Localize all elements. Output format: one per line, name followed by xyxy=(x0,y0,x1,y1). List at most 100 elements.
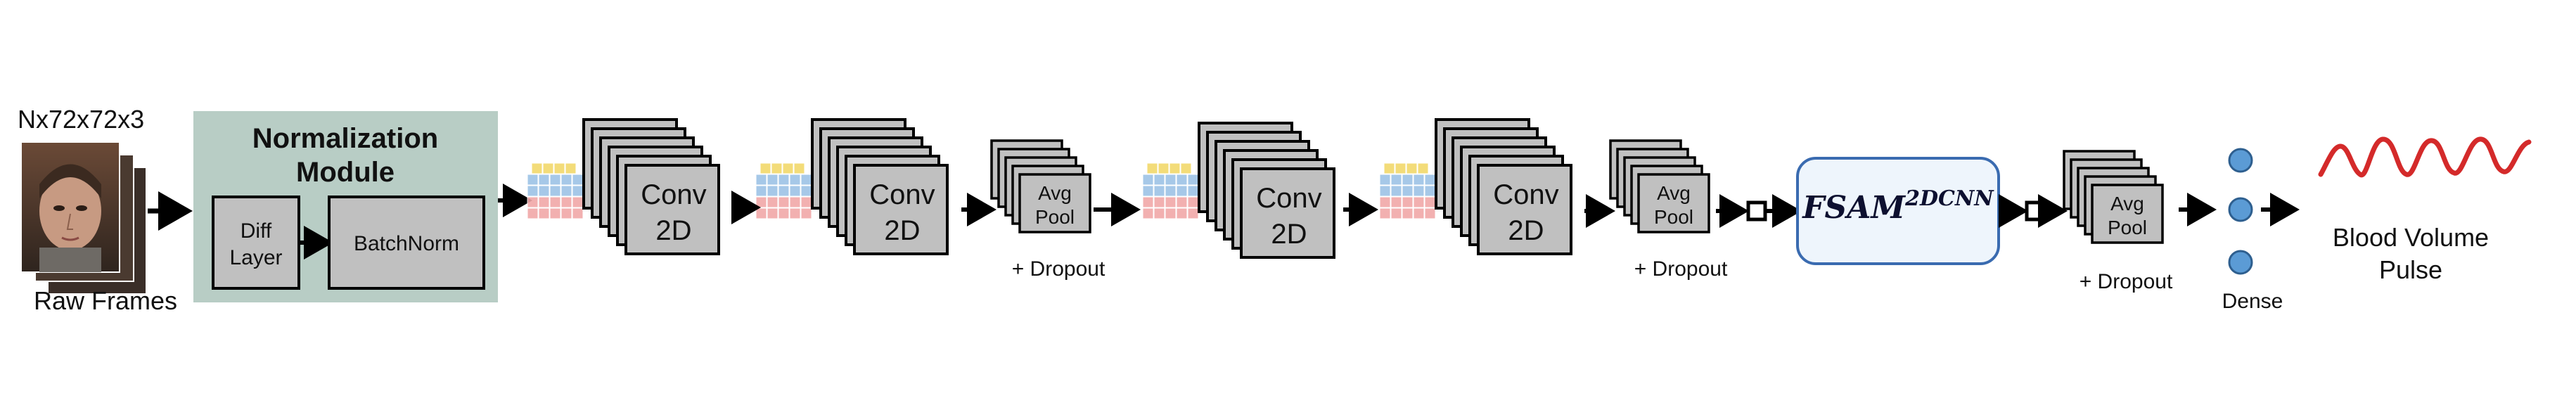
skip-square-1 xyxy=(1746,200,1767,222)
conv2d-layer-sheet xyxy=(1240,167,1335,259)
feature-cube xyxy=(771,162,783,174)
feature-cube xyxy=(1176,207,1188,219)
avgpool-label-line1: Avg xyxy=(1657,182,1691,204)
feature-cube xyxy=(789,185,801,197)
feature-cube xyxy=(1390,185,1402,197)
avgpool-label-line2: Pool xyxy=(2108,217,2147,238)
feature-cube xyxy=(572,174,584,186)
feature-cube xyxy=(549,174,561,186)
feature-cube xyxy=(755,207,767,219)
feature-cube xyxy=(1187,185,1199,197)
feature-cube xyxy=(1169,162,1181,174)
feature-cube xyxy=(538,207,550,219)
avgpool-layer-sheet xyxy=(1018,173,1091,233)
feature-cube xyxy=(1165,174,1177,186)
feature-cube xyxy=(1406,162,1418,174)
normalization-title-line1: Normalization xyxy=(252,123,438,154)
feature-cube xyxy=(1390,196,1402,208)
dropout-caption-3: + Dropout xyxy=(2080,270,2173,293)
conv2d-label-line1: Conv xyxy=(1256,183,1321,214)
conv2d-block-3: Conv 2D xyxy=(1198,122,1335,259)
feature-cube xyxy=(800,207,812,219)
feature-cube xyxy=(538,174,550,186)
feature-cube xyxy=(1158,162,1170,174)
conv2d-layer-sheet xyxy=(624,164,720,255)
feature-cube xyxy=(1424,185,1436,197)
feature-cube xyxy=(1390,207,1402,219)
feature-cube xyxy=(800,174,812,186)
feature-cube xyxy=(767,174,778,186)
feature-cube xyxy=(793,162,805,174)
conv2d-layer-sheet xyxy=(853,164,949,255)
normalization-title-line2: Module xyxy=(296,157,395,188)
input-shape-label: Nx72x72x3 xyxy=(18,105,144,134)
feature-cube xyxy=(782,162,794,174)
feature-cube xyxy=(767,207,778,219)
feature-cube xyxy=(1402,185,1414,197)
feature-cube xyxy=(1383,162,1395,174)
conv2d-label-line2: 2D xyxy=(655,215,691,246)
feature-cube xyxy=(560,207,572,219)
feature-cube xyxy=(1187,207,1199,219)
feature-cube xyxy=(1153,185,1165,197)
feature-cube xyxy=(560,174,572,186)
feature-cube xyxy=(789,174,801,186)
feature-cube xyxy=(1413,207,1425,219)
feature-cube xyxy=(1395,162,1406,174)
conv2d-label-line1: Conv xyxy=(1493,179,1558,210)
feature-cube xyxy=(553,162,565,174)
feature-cube xyxy=(1413,185,1425,197)
feature-cube xyxy=(1390,174,1402,186)
feature-cube xyxy=(778,207,790,219)
batchnorm-box xyxy=(328,196,485,290)
feature-cube xyxy=(767,196,778,208)
feature-cube xyxy=(1180,162,1192,174)
fsam-superscript: 2DCNN xyxy=(1904,186,1994,211)
conv2d-block-1: Conv 2D xyxy=(582,118,720,255)
feature-cube xyxy=(1146,162,1158,174)
feature-cube xyxy=(1142,185,1154,197)
feature-cube xyxy=(1379,185,1391,197)
feature-cube xyxy=(1417,162,1429,174)
conv2d-label-line2: 2D xyxy=(1271,219,1307,250)
feature-cube-stack-2 xyxy=(755,162,812,219)
feature-cube xyxy=(1153,196,1165,208)
diff-layer-line2: Layer xyxy=(229,246,282,269)
feature-cube xyxy=(572,207,584,219)
raw-frames-caption: Raw Frames xyxy=(34,286,177,315)
feature-cube xyxy=(1402,207,1414,219)
feature-cube xyxy=(527,196,539,208)
bvp-waveform xyxy=(2318,136,2532,178)
avgpool-layer-sheet xyxy=(1637,173,1710,233)
dense-node-top xyxy=(2228,148,2253,173)
feature-cube xyxy=(1142,174,1154,186)
feature-cube xyxy=(527,174,539,186)
feature-cube xyxy=(1176,185,1188,197)
feature-cube xyxy=(1187,196,1199,208)
dense-caption: Dense xyxy=(2222,290,2283,313)
feature-cube xyxy=(789,196,801,208)
diff-layer-line1: Diff xyxy=(241,219,272,243)
fsam-main-text: FSAM xyxy=(1801,190,1906,226)
feature-cube xyxy=(1187,174,1199,186)
fsam-label: FSAM2DCNN xyxy=(1801,186,1994,226)
feature-cube xyxy=(549,196,561,208)
feature-cube xyxy=(560,196,572,208)
feature-cube xyxy=(1153,207,1165,219)
feature-cube xyxy=(565,162,577,174)
diff-layer-box xyxy=(212,196,300,290)
feature-cube xyxy=(1379,207,1391,219)
feature-cube xyxy=(572,185,584,197)
output-label-line2: Pulse xyxy=(2379,255,2442,284)
feature-cube xyxy=(1142,196,1154,208)
feature-cube-stack-3 xyxy=(1142,162,1199,219)
feature-cube xyxy=(800,196,812,208)
feature-cube xyxy=(538,185,550,197)
avgpool-label-line2: Pool xyxy=(1035,206,1075,228)
skip-square-2 xyxy=(2025,200,2046,222)
conv2d-label-line1: Conv xyxy=(641,179,706,210)
